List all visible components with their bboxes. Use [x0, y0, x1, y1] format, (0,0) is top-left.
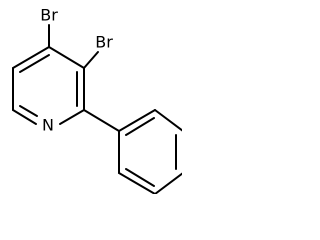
chemical-structure-diagram: Br Br N [12, 6, 182, 194]
pyridine-ring [12, 46, 85, 125]
atom-label-nitrogen: N [42, 116, 54, 135]
bond-c6-n [12, 109, 37, 125]
bond-c4-c5 [12, 46, 50, 69]
double-bond-ph5-ph6-inner [125, 168, 155, 187]
phenyl-ring [83, 109, 182, 194]
double-bond-ph1-ph2-inner [125, 117, 155, 136]
atom-label-bromine-1: Br [40, 6, 58, 25]
double-bond-c6-n-inner [19, 105, 38, 117]
bond-c3-c4 [48, 46, 85, 69]
bond-ph1-ph2 [118, 109, 156, 132]
bromine-substituents [48, 24, 99, 69]
bond-n-c2 [59, 109, 85, 125]
bond-c2-phenyl [83, 109, 120, 132]
double-bond-c4-c5-inner [19, 54, 50, 73]
bond-c3-br2 [83, 51, 99, 69]
bond-ph5-ph6 [118, 172, 156, 194]
bond-ph4-ph5 [154, 172, 182, 194]
atom-label-bromine-2: Br [95, 33, 113, 52]
bond-ph2-ph3 [154, 109, 182, 132]
